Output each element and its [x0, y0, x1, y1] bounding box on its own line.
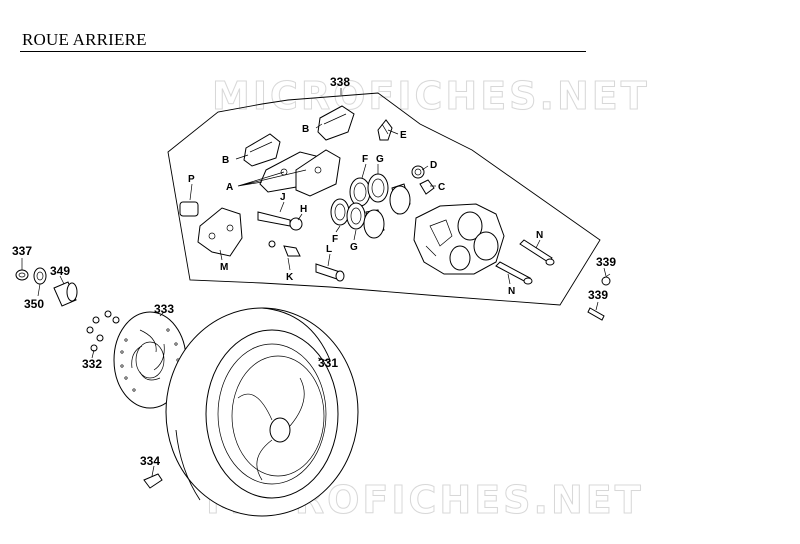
letter-d: D: [430, 160, 437, 171]
slide-pin-n-bottom: [495, 261, 533, 285]
letter-f-top: F: [362, 154, 368, 165]
piston-top: [389, 183, 411, 215]
letter-b-left: B: [222, 155, 229, 166]
piston-seal-top: [349, 173, 389, 207]
piston-bottom: [363, 209, 385, 239]
washer-350: [33, 267, 47, 285]
letter-p: P: [188, 174, 195, 185]
letter-j: J: [280, 192, 286, 203]
letter-g-bottom: G: [350, 242, 358, 253]
letter-n-top: N: [536, 230, 543, 241]
letter-l: L: [326, 244, 332, 255]
letter-g-top: G: [376, 154, 384, 165]
page-title: ROUE ARRIERE: [22, 30, 147, 49]
letter-f-bottom: F: [332, 234, 338, 245]
bleeder-screw-d: [411, 165, 425, 179]
caliper-bolt-upper: [601, 273, 611, 286]
callout-350: 350: [24, 297, 44, 311]
letter-m: M: [220, 262, 228, 273]
letter-k: K: [286, 272, 294, 283]
callout-338: 338: [330, 75, 350, 89]
slide-pin-n-top: [519, 239, 555, 266]
caliper-bolt-lower: [587, 307, 605, 321]
pin-k: [268, 240, 301, 257]
letter-n-bottom: N: [508, 286, 515, 297]
title-underline: [20, 51, 586, 52]
leader-lines: [21, 88, 607, 477]
callout-339-lower: 339: [588, 288, 608, 302]
slide-pin-j: [257, 211, 303, 231]
caliper-body: [413, 203, 505, 275]
dust-boot-p: [179, 201, 199, 217]
piston-seal-bottom: [330, 198, 366, 230]
letter-b-top: B: [302, 124, 309, 135]
brake-pad-left: [243, 133, 281, 167]
bleeder-kit-337: [15, 269, 29, 281]
letter-h: H: [300, 204, 307, 215]
callout-332: 332: [82, 357, 102, 371]
letter-c: C: [438, 182, 445, 193]
pad-spring-e: [377, 119, 393, 141]
callout-337: 337: [12, 244, 32, 258]
pad-shim-a: [259, 149, 341, 197]
watermark-top: MICROFICHES.NET: [212, 74, 650, 119]
callout-349: 349: [50, 264, 70, 278]
callout-334: 334: [140, 454, 160, 468]
letter-e: E: [400, 130, 407, 141]
pin-l: [315, 263, 345, 282]
bracket-m: [197, 207, 243, 257]
rear-wheel-331: [165, 307, 359, 517]
callout-339-upper: 339: [596, 255, 616, 269]
callout-333: 333: [154, 302, 174, 316]
brake-pad-top: [317, 105, 355, 141]
bleeder-cap-c: [419, 179, 435, 195]
callout-331: 331: [318, 356, 338, 370]
letter-a: A: [226, 182, 233, 193]
disc-bolts-332: [86, 310, 120, 352]
axle-collar-349: [53, 281, 78, 307]
caliper-kit-outline: [167, 92, 601, 306]
valve-334: [143, 473, 163, 489]
